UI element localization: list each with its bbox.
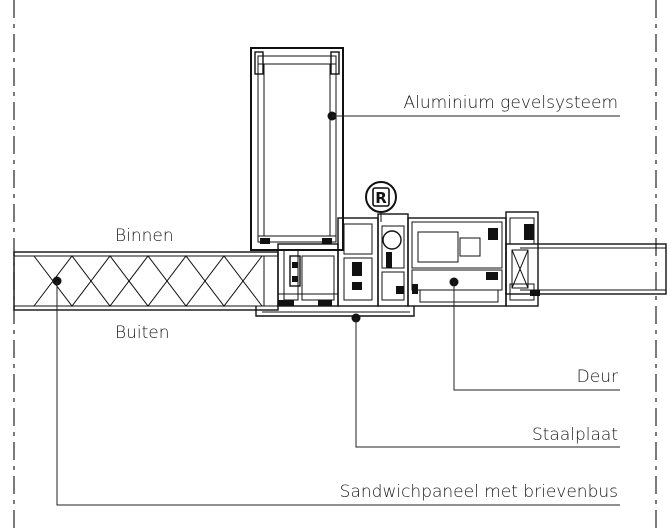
r-logo-letter: R	[375, 189, 387, 207]
label-sandwich-panel: Sandwichpaneel met brievenbus	[340, 482, 618, 502]
sandwich-panel	[13, 251, 279, 311]
label-steel-plate: Staalplaat	[532, 425, 618, 445]
leader-sandwich-panel	[52, 276, 620, 506]
aluminium-facade-mullion	[250, 47, 344, 251]
leader-steel-plate	[351, 313, 620, 448]
r-logo-icon: R	[365, 181, 397, 222]
label-facade-system: Aluminium gevelsysteem	[404, 93, 618, 113]
leader-facade	[327, 111, 620, 121]
label-outside: Buiten	[115, 323, 170, 343]
label-door: Deur	[577, 367, 618, 387]
label-inside: Binnen	[115, 226, 174, 246]
frame-profiles	[255, 213, 415, 317]
right-glazing-panel	[505, 243, 667, 295]
leader-door	[449, 277, 620, 391]
door-leaf	[407, 211, 540, 307]
